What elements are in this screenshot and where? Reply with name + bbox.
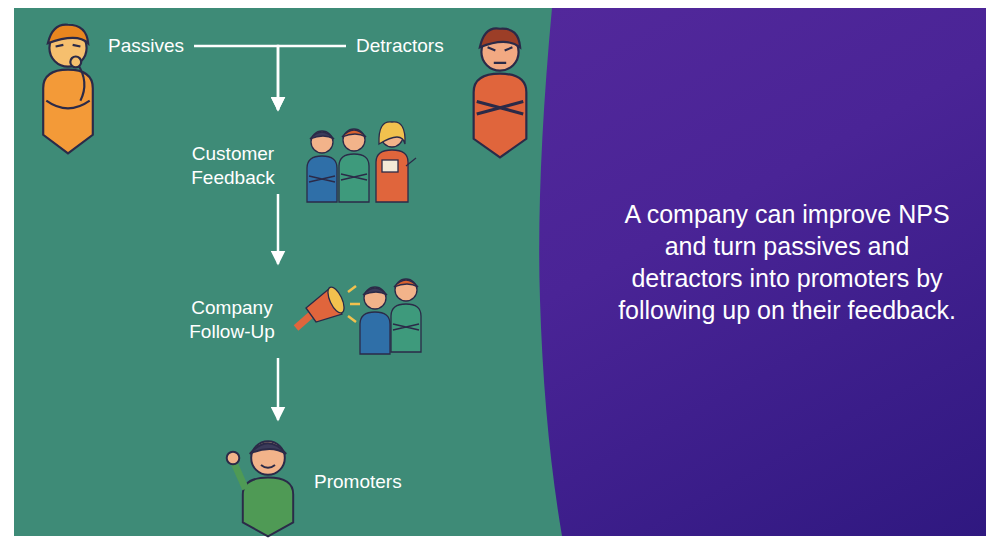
node-text: Promoters <box>314 470 422 494</box>
text-node: Customer Feedback <box>178 110 288 190</box>
text-node: Promoters <box>232 420 422 534</box>
promoter-figure <box>227 441 294 536</box>
purple-panel <box>14 8 986 536</box>
text-node: Company Follow-Up <box>176 264 288 354</box>
flow-arrow <box>277 194 280 264</box>
node-text: Company Follow-Up <box>176 296 288 344</box>
panel-statement: A company can improve NPS and turn passi… <box>612 198 962 326</box>
detractor-figure <box>474 28 527 157</box>
flow-arrow <box>194 46 278 110</box>
feedback-group <box>307 122 416 202</box>
flow-arrow <box>277 358 280 420</box>
node-text: Customer Feedback <box>178 142 288 190</box>
green-panel <box>14 8 562 536</box>
passive-figure <box>43 25 93 154</box>
node-text: Detractors <box>356 34 444 58</box>
text-node: Detractors <box>356 34 444 58</box>
flow-arrow <box>278 46 346 110</box>
node-text: Passives <box>108 34 184 58</box>
text-node: Passives <box>108 34 184 58</box>
megaphone-followup <box>296 279 421 354</box>
